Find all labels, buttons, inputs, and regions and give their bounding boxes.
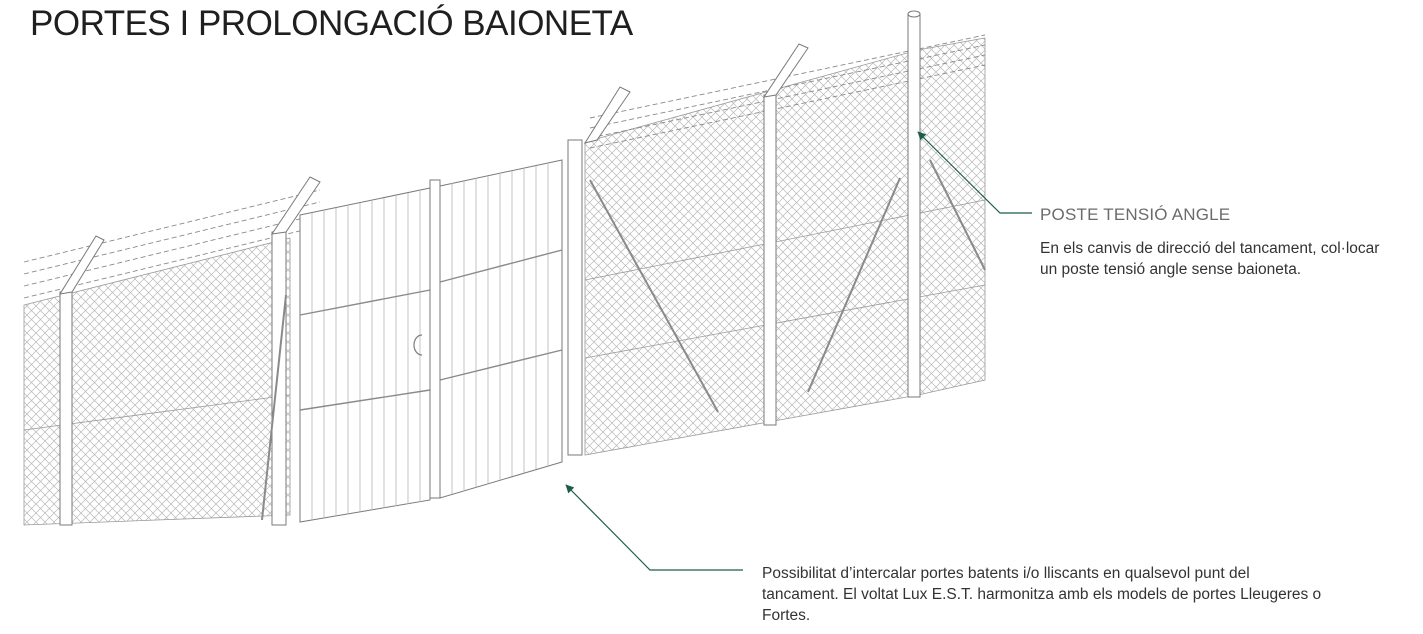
gate-handle bbox=[413, 334, 423, 356]
callout-angle-post-text: En els canvis de direcció del tancament,… bbox=[1040, 240, 1380, 278]
callout-leaders bbox=[565, 131, 1032, 571]
post-gate-right bbox=[567, 139, 583, 456]
gate-horizontal-rails bbox=[299, 249, 563, 411]
post-left bbox=[59, 291, 73, 526]
gate-leaf-left bbox=[299, 187, 431, 523]
callout-angle-post-title: POSTE TENSIÓ ANGLE bbox=[1040, 205, 1231, 224]
post-gate-left bbox=[271, 231, 287, 526]
bayonet-gate-right bbox=[583, 86, 631, 144]
leader-gates bbox=[565, 484, 743, 571]
leader-angle-post bbox=[917, 131, 1032, 214]
fence-posts bbox=[58, 10, 921, 526]
mesh-panel-right bbox=[584, 37, 986, 456]
callout-gates-text: Possibilitat d’intercalar portes batents… bbox=[762, 565, 1322, 624]
gate-center-post bbox=[429, 179, 441, 499]
post-intermediate bbox=[763, 94, 777, 426]
page-title: PORTES I PROLONGACIÓ BAIONETA bbox=[30, 4, 633, 43]
post-angle bbox=[907, 13, 921, 398]
double-gate bbox=[299, 159, 563, 523]
gate-leaf-right bbox=[439, 159, 563, 499]
mesh-panel-left bbox=[23, 237, 291, 526]
bayonet-gate-left bbox=[270, 176, 321, 235]
gate-vertical-bars bbox=[311, 163, 549, 520]
post-angle-cap bbox=[907, 10, 921, 18]
braces bbox=[261, 159, 986, 521]
bayonet-intermediate bbox=[762, 43, 809, 98]
bayonet-left bbox=[58, 235, 105, 295]
